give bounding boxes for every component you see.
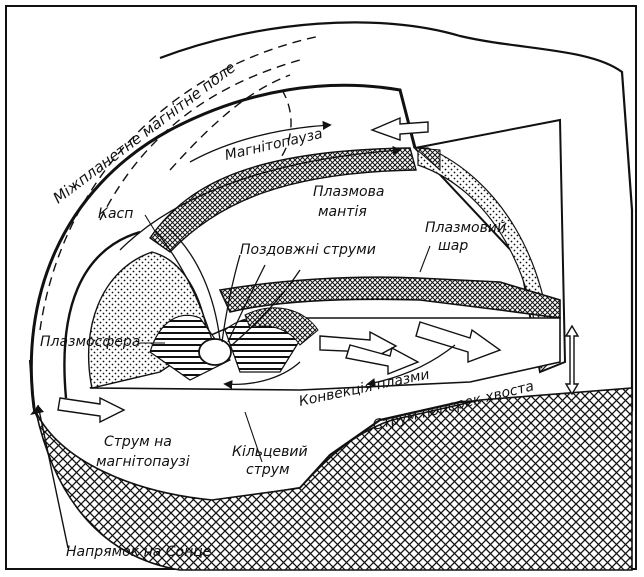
earth [199,339,231,365]
ring-current-label-2: струм [246,462,290,478]
plasmasphere-label: Плазмосфера [40,334,140,350]
field-aligned-currents-label: Поздовжні струми [240,242,376,258]
plasma-sheet-label-1: Плазмовий [425,220,506,236]
sun-direction-label: Напрямок на Сонце [66,544,211,560]
cusp-label: Касп [98,206,133,222]
plasma-mantle-label-2: мантія [318,204,367,220]
plasma-mantle-label-1: Плазмова [313,184,384,200]
magnetopause-current-label-1: Струм на [104,434,172,450]
magnetopause-current-label-2: магнітопаузі [96,454,190,470]
plasma-sheet-label-2: шар [438,238,468,254]
ring-current-label-1: Кільцевий [232,444,308,460]
